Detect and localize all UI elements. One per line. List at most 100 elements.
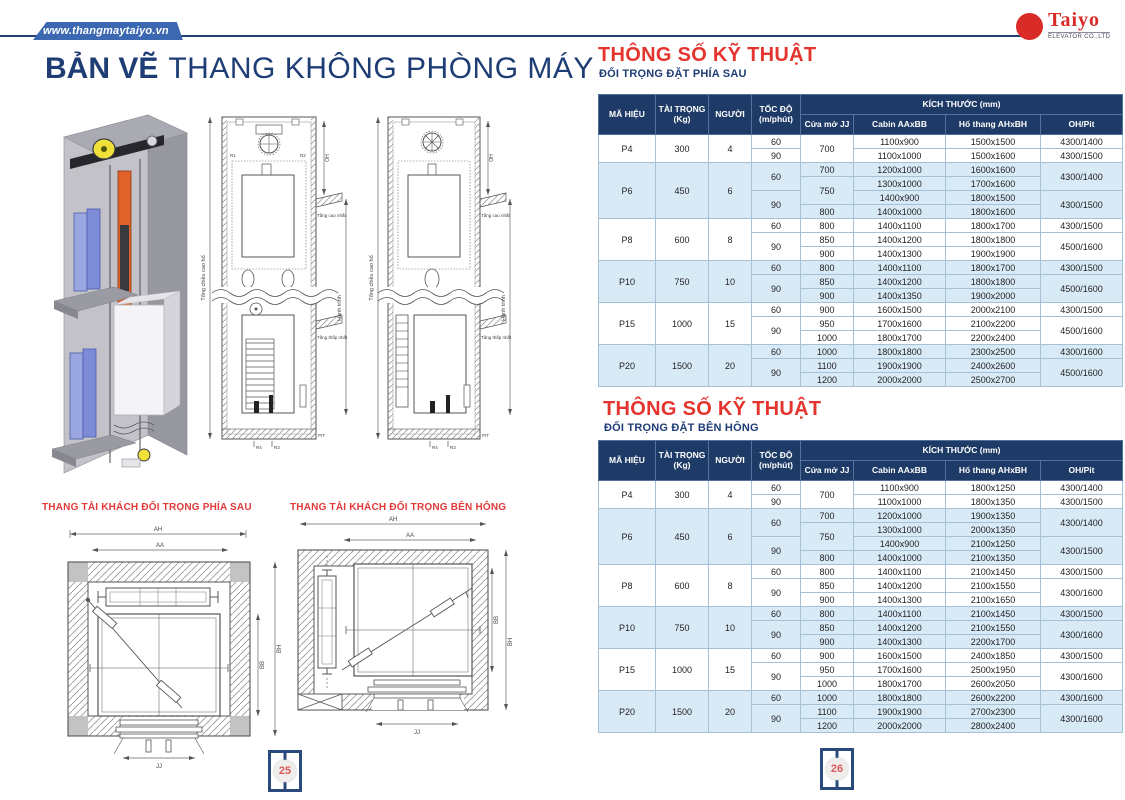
spec-cell: 1100 bbox=[800, 704, 854, 719]
spec-cell: 2200x2400 bbox=[945, 330, 1041, 345]
spec-cell: 950 bbox=[800, 662, 854, 677]
cell-persons: 4 bbox=[708, 480, 752, 509]
spec-cell: 4500/1600 bbox=[1040, 316, 1123, 345]
spec-cell: 4500/1600 bbox=[1040, 232, 1123, 261]
cell-persons: 20 bbox=[708, 690, 752, 733]
logo-wordmark: Taiyo bbox=[1048, 9, 1101, 31]
col-shaft: Hố thang AHxBH bbox=[945, 114, 1041, 135]
cell-load: 600 bbox=[655, 564, 709, 607]
cell-persons: 10 bbox=[708, 260, 752, 303]
spec-cell: 2000x2100 bbox=[945, 302, 1041, 317]
spec-cell: 750 bbox=[800, 176, 854, 205]
drawing-plan-rear: AH AA bbox=[67, 527, 282, 770]
spec-cell: 2100x1450 bbox=[945, 606, 1041, 621]
spec-cell: 900 bbox=[800, 648, 854, 663]
cell-load: 1500 bbox=[655, 690, 709, 733]
spec-cell: 1800x1700 bbox=[853, 330, 946, 345]
label-r4-2: R4 bbox=[432, 445, 438, 450]
label-r4: R4 bbox=[256, 445, 262, 450]
spec-cell: 2700x2300 bbox=[945, 704, 1041, 719]
label-ah-plan2: AH bbox=[389, 517, 397, 523]
spec-cell: 1900x1900 bbox=[853, 358, 946, 373]
spec-cell: 2300x2500 bbox=[945, 344, 1041, 359]
spec-cell: 900 bbox=[800, 592, 854, 607]
spec-cell: 2500x1950 bbox=[945, 662, 1041, 677]
cell-load: 450 bbox=[655, 162, 709, 219]
spec-cell: 1100 bbox=[800, 358, 854, 373]
spec-cell: 90 bbox=[751, 704, 801, 733]
spec-cell: 4300/1500 bbox=[1040, 190, 1123, 219]
cell-load: 1000 bbox=[655, 648, 709, 691]
label-top-floor-2: Tầng cao nhất bbox=[481, 213, 511, 218]
spec-cell: 90 bbox=[751, 358, 801, 387]
cell-persons: 15 bbox=[708, 302, 752, 345]
spec-cell: 1400x1300 bbox=[853, 634, 946, 649]
spec-cell: 1400x1200 bbox=[853, 620, 946, 635]
spec-cell: 1800x1800 bbox=[945, 232, 1041, 247]
spec-cell: 1400x1350 bbox=[853, 288, 946, 303]
cell-load: 750 bbox=[655, 260, 709, 303]
spec-cell: 2400x2600 bbox=[945, 358, 1041, 373]
cell-persons: 6 bbox=[708, 162, 752, 219]
spec-cell: 800 bbox=[800, 204, 854, 219]
spec-cell: 1400x1100 bbox=[853, 564, 946, 579]
spec-cell: 90 bbox=[751, 274, 801, 303]
logo-subtext: ELEVATOR CO.,LTD bbox=[1048, 32, 1111, 40]
spec-title-1: THÔNG SỐ KỸ THUẬT bbox=[598, 44, 817, 66]
spec-cell: 1300x1000 bbox=[853, 176, 946, 191]
spec-cell: 2200x1700 bbox=[945, 634, 1041, 649]
label-ah-plan1: AH bbox=[154, 527, 162, 533]
spec-cell: 1400x1100 bbox=[853, 218, 946, 233]
label-bb-plan1: BB bbox=[260, 661, 266, 669]
label-pit: PIT bbox=[318, 433, 325, 438]
spec-cell: 1800x1700 bbox=[853, 676, 946, 691]
drawing-elevation-side: Tổng chiều cao hố bbox=[368, 116, 512, 450]
label-r3-2: R3 bbox=[450, 445, 456, 450]
spec-cell: 900 bbox=[800, 288, 854, 303]
col-ohpit: OH/Pit bbox=[1040, 460, 1123, 481]
spec-cell: 1600x1500 bbox=[853, 648, 946, 663]
spec-cell: 1100x900 bbox=[853, 480, 946, 495]
cell-load: 1000 bbox=[655, 302, 709, 345]
spec-cell: 900 bbox=[800, 634, 854, 649]
spec-cell: 4300/1400 bbox=[1040, 134, 1123, 149]
spec-cell: 60 bbox=[751, 606, 801, 621]
caption-side-counterweight: THANG TẢI KHÁCH ĐỐI TRỌNG BÊN HÔNG bbox=[290, 502, 507, 513]
col-cabin: Cabin AAxBB bbox=[853, 460, 946, 481]
spec-cell: 4300/1600 bbox=[1040, 344, 1123, 359]
cell-load: 450 bbox=[655, 508, 709, 565]
spec-cell: 850 bbox=[800, 620, 854, 635]
spec-cell: 1600x1500 bbox=[853, 302, 946, 317]
spec-cell: 1300x1000 bbox=[853, 522, 946, 537]
spec-cell: 90 bbox=[751, 232, 801, 261]
label-top-floor: Tầng cao nhất bbox=[317, 213, 347, 218]
spec-cell: 800 bbox=[800, 606, 854, 621]
spec-cell: 1800x1700 bbox=[945, 218, 1041, 233]
spec-cell: 1800x1800 bbox=[945, 274, 1041, 289]
spec-cell: 90 bbox=[751, 536, 801, 565]
col-load: TÀI TRỌNG (Kg) bbox=[655, 440, 709, 481]
spec-cell: 60 bbox=[751, 260, 801, 275]
col-model: MÃ HIỆU bbox=[598, 440, 656, 481]
spec-cell: 1900x2000 bbox=[945, 288, 1041, 303]
spec-cell: 850 bbox=[800, 232, 854, 247]
label-bb-plan2: BB bbox=[494, 616, 500, 624]
cell-persons: 4 bbox=[708, 134, 752, 163]
spec-cell: 1000 bbox=[800, 690, 854, 705]
cell-model: P6 bbox=[598, 508, 656, 565]
